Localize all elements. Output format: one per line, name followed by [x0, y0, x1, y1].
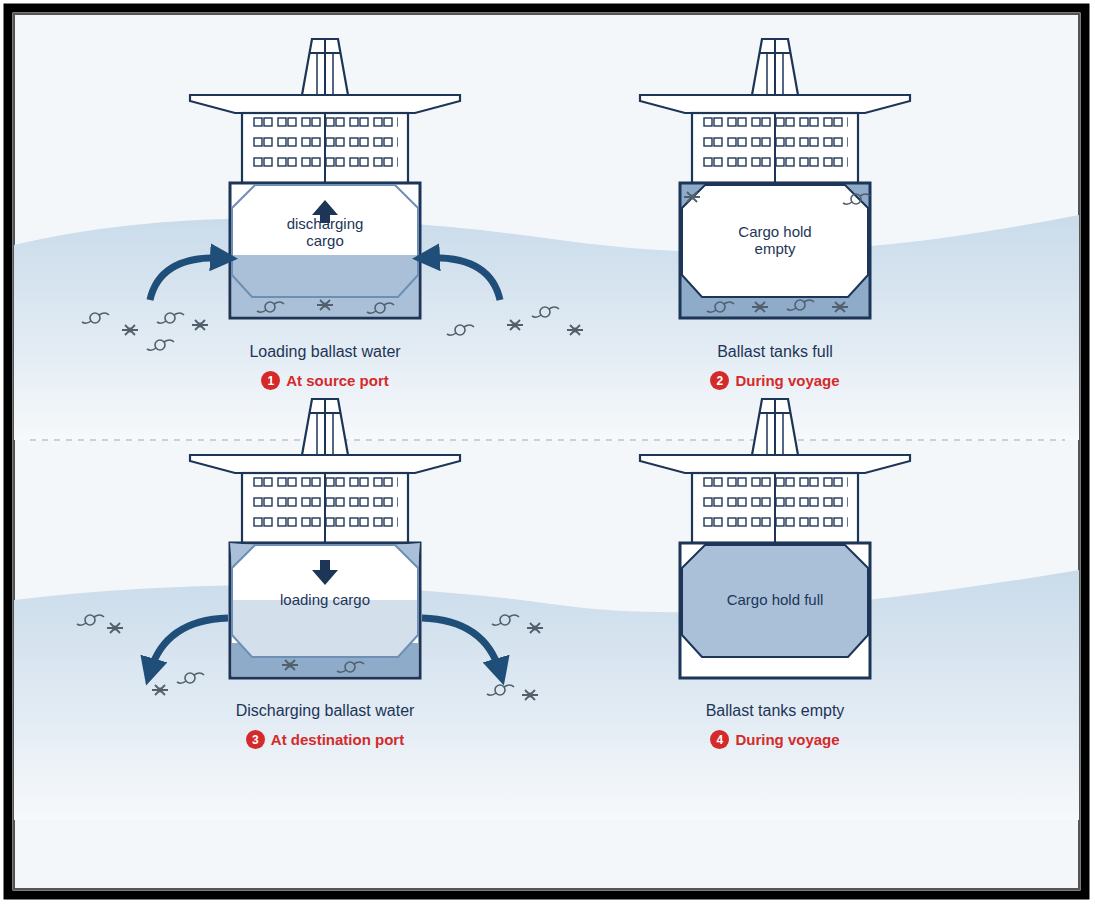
step-location: During voyage: [735, 372, 839, 389]
step-caption: Discharging ballast water: [236, 702, 415, 720]
step-number: 3: [246, 730, 265, 749]
step-caption: Ballast tanks empty: [706, 702, 845, 720]
step-location: At source port: [286, 372, 389, 389]
step-caption: Loading ballast water: [249, 343, 400, 361]
step-location: During voyage: [735, 731, 839, 748]
step-caption: Ballast tanks full: [717, 343, 833, 361]
step-row: 3 At destination port: [246, 730, 404, 749]
step-number: 1: [261, 371, 280, 390]
step-number: 4: [710, 730, 729, 749]
step-number: 2: [710, 371, 729, 390]
step-row: 1 At source port: [261, 371, 389, 390]
hold-label: Cargo hold full: [727, 591, 824, 608]
step-row: 4 During voyage: [710, 730, 839, 749]
step-row: 2 During voyage: [710, 371, 839, 390]
hold-label: Cargo hold empty: [726, 223, 824, 258]
cargo-hold: discharging cargo: [265, 213, 385, 252]
cargo-hold: Cargo hold empty: [720, 221, 830, 260]
hold-label: discharging cargo: [271, 215, 379, 250]
cargo-hold: loading cargo: [265, 589, 385, 610]
hold-label: loading cargo: [280, 591, 370, 608]
cargo-hold: Cargo hold full: [720, 589, 830, 610]
step-location: At destination port: [271, 731, 404, 748]
